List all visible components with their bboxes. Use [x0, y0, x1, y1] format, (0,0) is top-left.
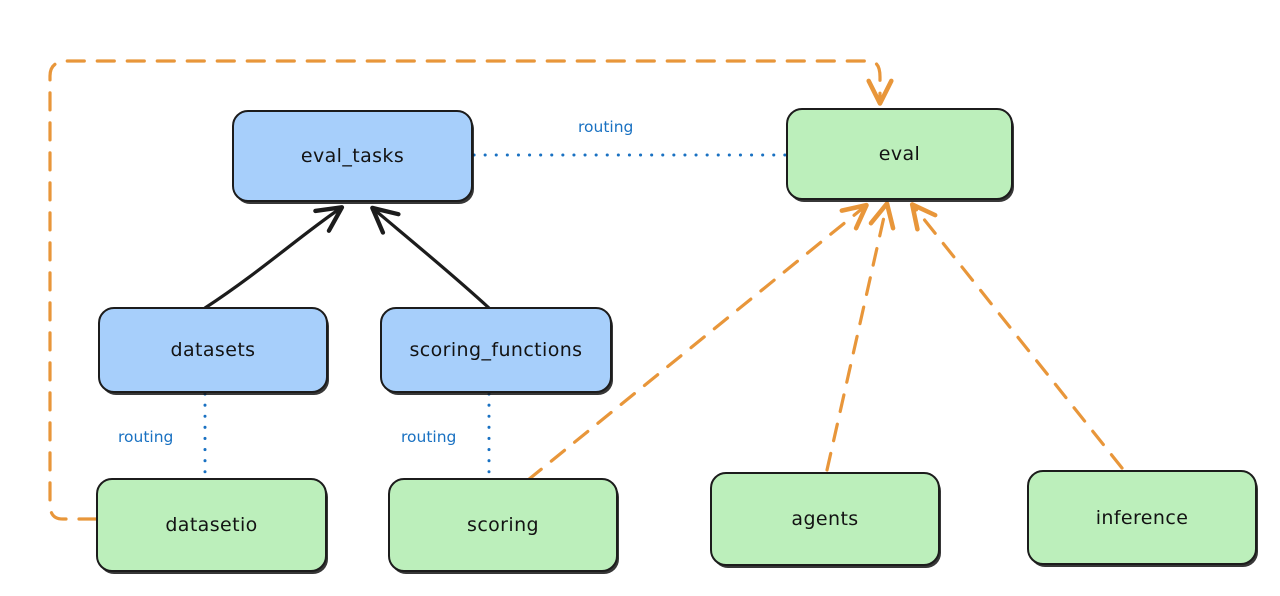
node-agents[interactable]: agents: [710, 472, 940, 566]
node-label-datasets: datasets: [170, 339, 256, 361]
node-scoring[interactable]: scoring: [388, 478, 618, 572]
node-eval[interactable]: eval: [786, 108, 1013, 200]
node-label-eval-tasks: eval_tasks: [300, 145, 405, 167]
edge-datasetio-to-eval: [48, 59, 894, 521]
edge-datasets-to-eval-tasks: [203, 205, 345, 310]
edge-label-routing-datasets-datasetio: routing: [118, 428, 174, 446]
node-label-eval: eval: [878, 143, 921, 165]
edge-inference-to-eval: [909, 202, 1124, 470]
node-label-datasetio: datasetio: [165, 514, 258, 536]
node-label-scoring: scoring: [467, 514, 539, 536]
edge-scoring-functions-to-eval-tasks: [370, 205, 491, 310]
node-inference[interactable]: inference: [1027, 470, 1257, 565]
edge-label-routing-scoring-functions-scoring: routing: [401, 428, 457, 446]
node-label-agents: agents: [791, 508, 859, 530]
node-label-inference: inference: [1095, 506, 1189, 529]
node-scoring-functions[interactable]: scoring_functions: [380, 307, 612, 393]
node-datasetio[interactable]: datasetio: [96, 478, 327, 572]
edge-scoring-to-eval: [526, 202, 869, 482]
edge-agents-to-eval: [825, 201, 896, 472]
node-datasets[interactable]: datasets: [98, 307, 328, 393]
edge-label-routing-eval-tasks-eval: routing: [578, 118, 634, 136]
node-eval-tasks[interactable]: eval_tasks: [232, 110, 473, 202]
node-label-scoring-functions: scoring_functions: [409, 339, 583, 361]
